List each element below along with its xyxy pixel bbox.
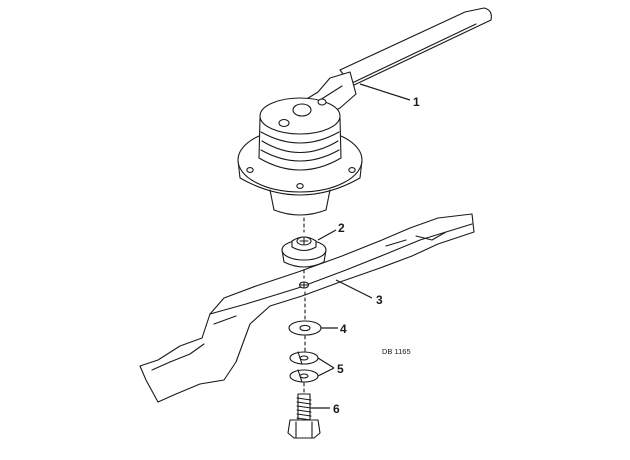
leader-2 <box>317 229 337 241</box>
leader-lines <box>311 83 411 409</box>
callout-4: 4 <box>340 322 347 336</box>
washer <box>288 320 322 336</box>
drawing-code: DB 1165 <box>382 347 411 356</box>
lock-washers <box>289 351 319 383</box>
leader-5b <box>317 367 335 377</box>
callout-3: 3 <box>376 293 383 307</box>
bolt <box>287 393 321 439</box>
callout-1: 1 <box>413 95 420 109</box>
callout-6: 6 <box>333 402 340 416</box>
spindle-pulley-assembly <box>237 97 363 216</box>
mower-blade <box>139 213 475 403</box>
callout-5: 5 <box>337 362 344 376</box>
callout-labels: 1 2 3 4 5 6 <box>333 95 420 416</box>
leader-1 <box>359 83 411 101</box>
leader-5a <box>317 357 335 369</box>
assembly-centerline <box>303 217 306 394</box>
leader-3 <box>335 279 373 299</box>
blade-adapter <box>281 236 327 268</box>
callout-2: 2 <box>338 221 345 235</box>
